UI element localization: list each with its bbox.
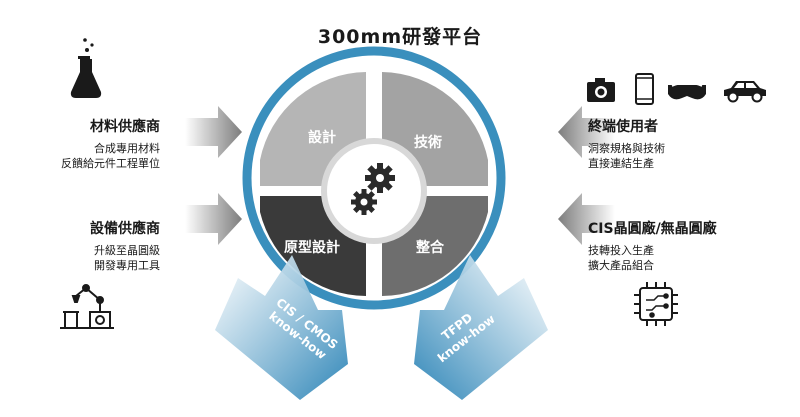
material-supplier-line-1: 合成專用材料 xyxy=(94,142,160,155)
gear-icon xyxy=(351,189,377,215)
center-ring xyxy=(321,138,427,244)
end-user-line-1: 洞察規格與技術 xyxy=(588,142,665,155)
fab-line-1: 技轉投入生產 xyxy=(588,244,654,257)
car-icon xyxy=(724,81,766,103)
material-supplier-line-2: 反饋給元件工程單位 xyxy=(61,157,160,170)
cis-cmos-arrow: CIS / CMOS know-how xyxy=(215,255,348,400)
outer-ring xyxy=(242,46,506,310)
equipment-supplier-line-1: 升級至晶圓級 xyxy=(94,244,160,257)
label-design: 設計 xyxy=(308,129,336,146)
chip-icon xyxy=(634,282,678,326)
robot-arm-icon xyxy=(60,284,114,329)
page-title: 300mm研發平台 xyxy=(317,26,483,48)
equipment-supplier-heading: 設備供應商 xyxy=(90,221,160,237)
end-user-block: 終端使用者 洞察規格與技術 直接連結生產 xyxy=(588,116,665,171)
fab-block: CIS晶圓廠/無晶圓廠 技轉投入生產 擴大產品組合 xyxy=(588,218,717,273)
fab-line-2: 擴大產品組合 xyxy=(588,259,654,272)
arrow-right-top xyxy=(558,106,615,158)
equipment-supplier-line-2: 開發專用工具 xyxy=(94,259,160,272)
end-user-heading: 終端使用者 xyxy=(588,119,658,135)
label-technology: 技術 xyxy=(414,134,442,151)
arrow-left-top xyxy=(185,106,242,158)
phone-icon xyxy=(635,73,654,105)
tfpd-arrow: TFPD know-how xyxy=(414,255,548,400)
arrow-right-bottom xyxy=(558,193,615,245)
label-integration: 整合 xyxy=(415,239,445,256)
end-user-line-2: 直接連結生產 xyxy=(588,157,654,170)
material-supplier-heading: 材料供應商 xyxy=(90,119,160,135)
material-supplier-block: 材料供應商 合成專用材料 反饋給元件工程單位 xyxy=(61,116,160,171)
equipment-supplier-block: 設備供應商 升級至晶圓級 開發專用工具 xyxy=(90,218,160,273)
vr-headset-icon xyxy=(668,82,706,100)
label-prototype-design: 原型設計 xyxy=(284,239,340,256)
camera-icon xyxy=(587,78,615,102)
fab-heading: CIS晶圓廠/無晶圓廠 xyxy=(588,221,717,237)
flask-icon xyxy=(70,38,102,98)
gear-icon xyxy=(365,163,395,193)
arrow-left-bottom xyxy=(185,193,242,245)
